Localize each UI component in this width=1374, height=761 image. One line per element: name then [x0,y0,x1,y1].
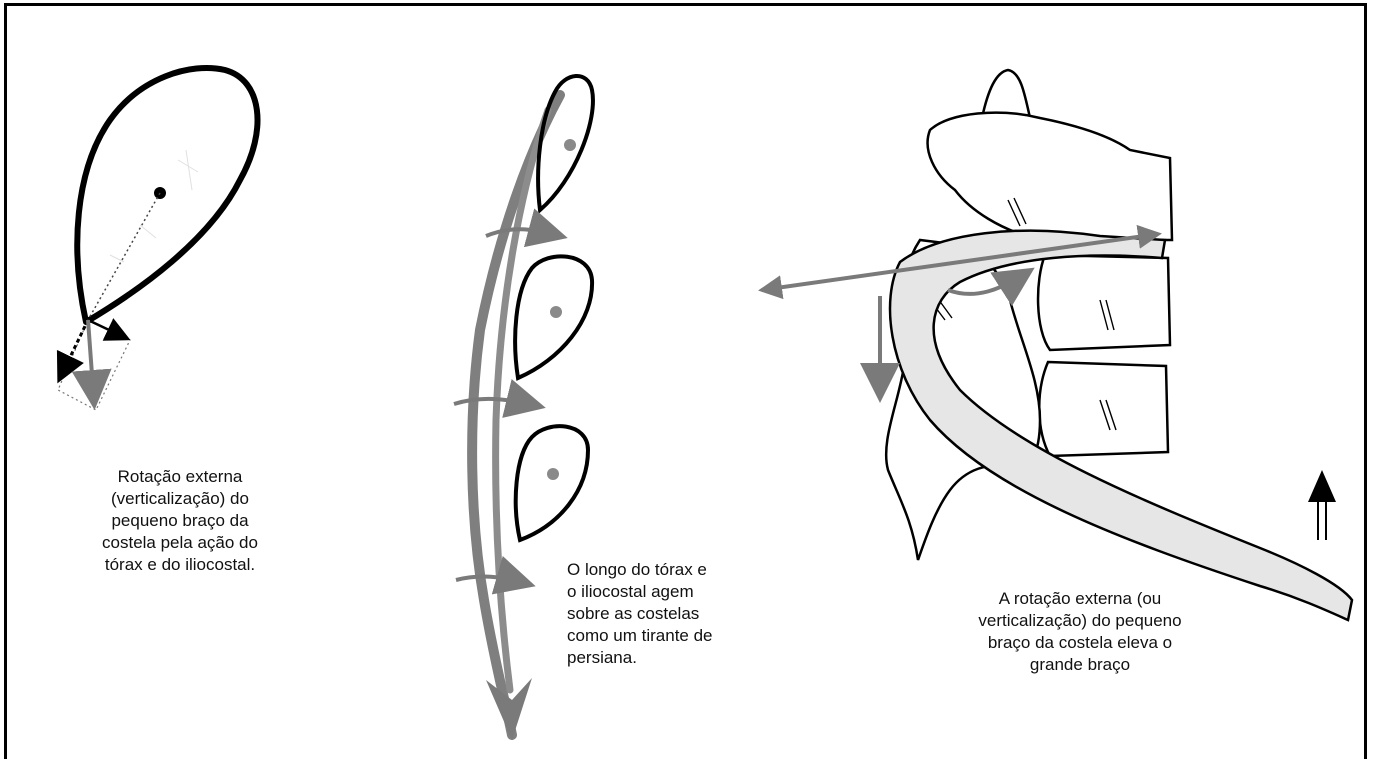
rib-loop-bottom-center [547,468,559,480]
radial-force-arrow-icon [60,320,88,378]
caption-middle: O longo do tórax e o iliocostal agem sob… [567,559,797,669]
left-rib-diagram [58,68,258,410]
muscle-strap-icon [472,95,560,735]
pull-arrow-3-icon [456,577,528,584]
upper-vertebra-icon [928,113,1172,240]
elevation-up-arrow-icon [1308,470,1336,540]
tangential-force-arrow-icon [88,320,126,338]
right-spine-diagram [762,70,1352,620]
spinous-process-icon [982,70,1030,118]
muscle-pull-arrow-icon [88,320,94,402]
rib-loop-middle-center [550,306,562,318]
caption-left: Rotação externa (verticalização) do pequ… [60,466,300,576]
caption-right: A rotação externa (ou verticalização) do… [930,588,1230,676]
vertebral-body-1-icon [1038,255,1170,350]
rib-loop-large-icon [77,68,257,322]
ghost-marks [110,150,198,262]
pull-arrow-1-icon [486,229,560,236]
rib-loop-top-center [564,139,576,151]
rib-loop-bottom-icon [516,426,588,540]
